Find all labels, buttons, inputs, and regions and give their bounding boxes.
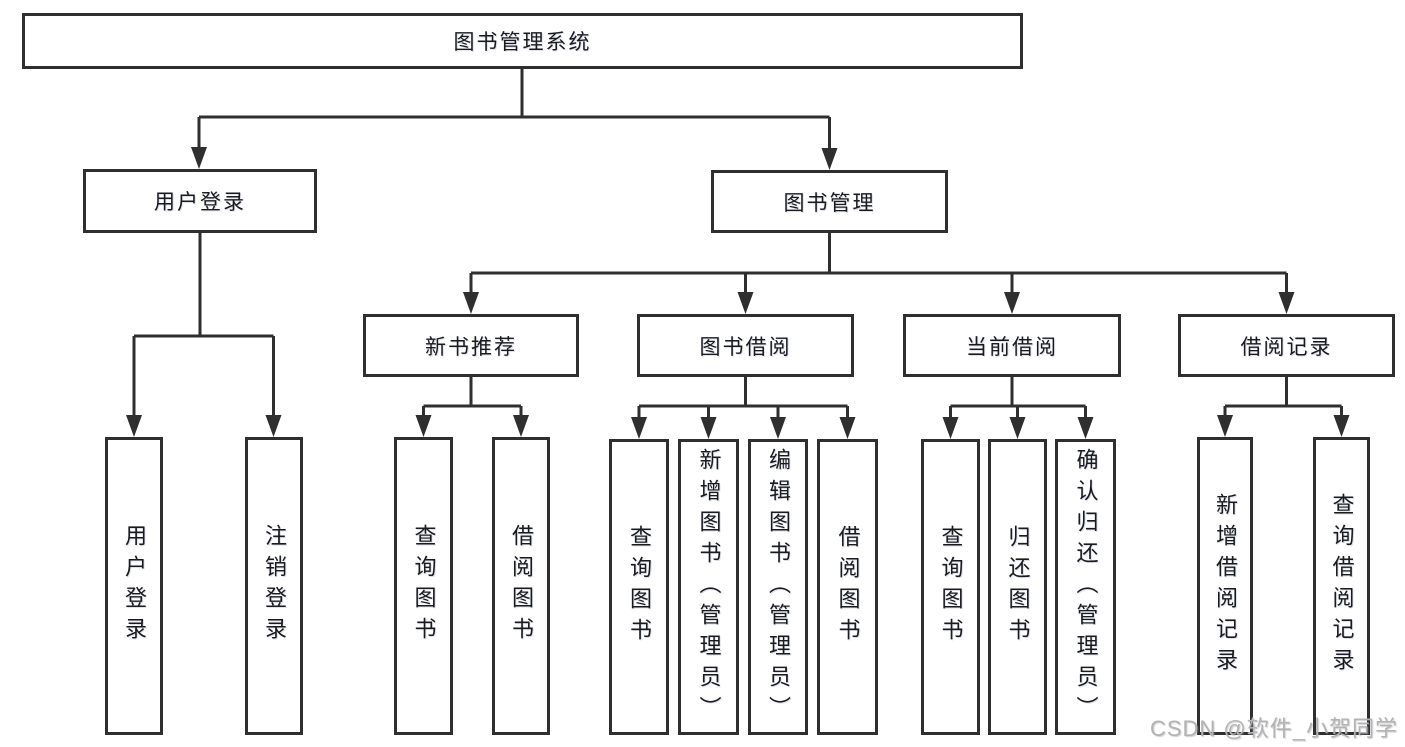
leaf-bb-borrow-books: 借阅图书 [817,439,878,735]
node-book-borrow: 图书借阅 [637,314,854,377]
leaf-cb-return-book-label: 归还图书 [1005,525,1031,649]
leaf-br-add-record-label: 新增借阅记录 [1213,493,1238,679]
leaf-bb-edit-book-admin-label: 编辑图书（管理员） [766,447,791,727]
leaf-nb-borrow-books: 借阅图书 [492,437,550,735]
node-new-book-recommend-label: 新书推荐 [425,335,517,359]
leaf-br-query-record-label: 查询借阅记录 [1329,493,1355,679]
leaf-bb-edit-book-admin: 编辑图书（管理员） [748,439,808,735]
node-borrow-record-label: 借阅记录 [1240,335,1333,359]
node-root-label: 图书管理系统 [453,31,592,54]
leaf-bb-query-books-label: 查询图书 [627,525,652,649]
leaf-br-add-record: 新增借阅记录 [1197,437,1253,735]
node-book-borrow-label: 图书借阅 [699,335,792,359]
node-book-management-label: 图书管理 [783,191,876,215]
arrowheads [126,147,1350,439]
node-current-borrow-label: 当前借阅 [966,335,1058,359]
leaf-cb-query-books-label: 查询图书 [938,525,964,649]
leaf-nb-query-books: 查询图书 [394,437,453,735]
leaf-cb-return-book: 归还图书 [988,439,1047,735]
leaf-bb-borrow-books-label: 借阅图书 [835,525,861,649]
leaf-bb-add-book-admin: 新增图书（管理员） [678,439,739,735]
node-user-login: 用户登录 [83,169,317,233]
node-user-login-label: 用户登录 [154,191,246,214]
node-root: 图书管理系统 [22,13,1023,69]
node-current-borrow: 当前借阅 [903,314,1121,377]
leaf-bb-add-book-admin-label: 新增图书（管理员） [696,447,722,727]
leaf-nb-query-books-label: 查询图书 [411,524,437,648]
leaf-cb-confirm-return-admin-label: 确认归还（管理员） [1073,447,1099,727]
leaf-logout: 注销登录 [245,437,303,735]
leaf-cb-confirm-return-admin: 确认归还（管理员） [1055,439,1116,735]
watermark: CSDN @软件_小贺同学 [1149,716,1398,741]
node-new-book-recommend: 新书推荐 [363,314,579,377]
leaf-user-login: 用户登录 [105,437,163,735]
leaf-nb-borrow-books-label: 借阅图书 [509,524,534,648]
leaf-user-login-label: 用户登录 [122,524,147,648]
leaf-br-query-record: 查询借阅记录 [1313,437,1370,735]
leaf-cb-query-books: 查询图书 [921,439,980,735]
node-book-management: 图书管理 [711,170,948,233]
leaf-bb-query-books: 查询图书 [609,439,669,735]
leaf-logout-label: 注销登录 [262,524,287,648]
node-borrow-record: 借阅记录 [1178,314,1395,377]
